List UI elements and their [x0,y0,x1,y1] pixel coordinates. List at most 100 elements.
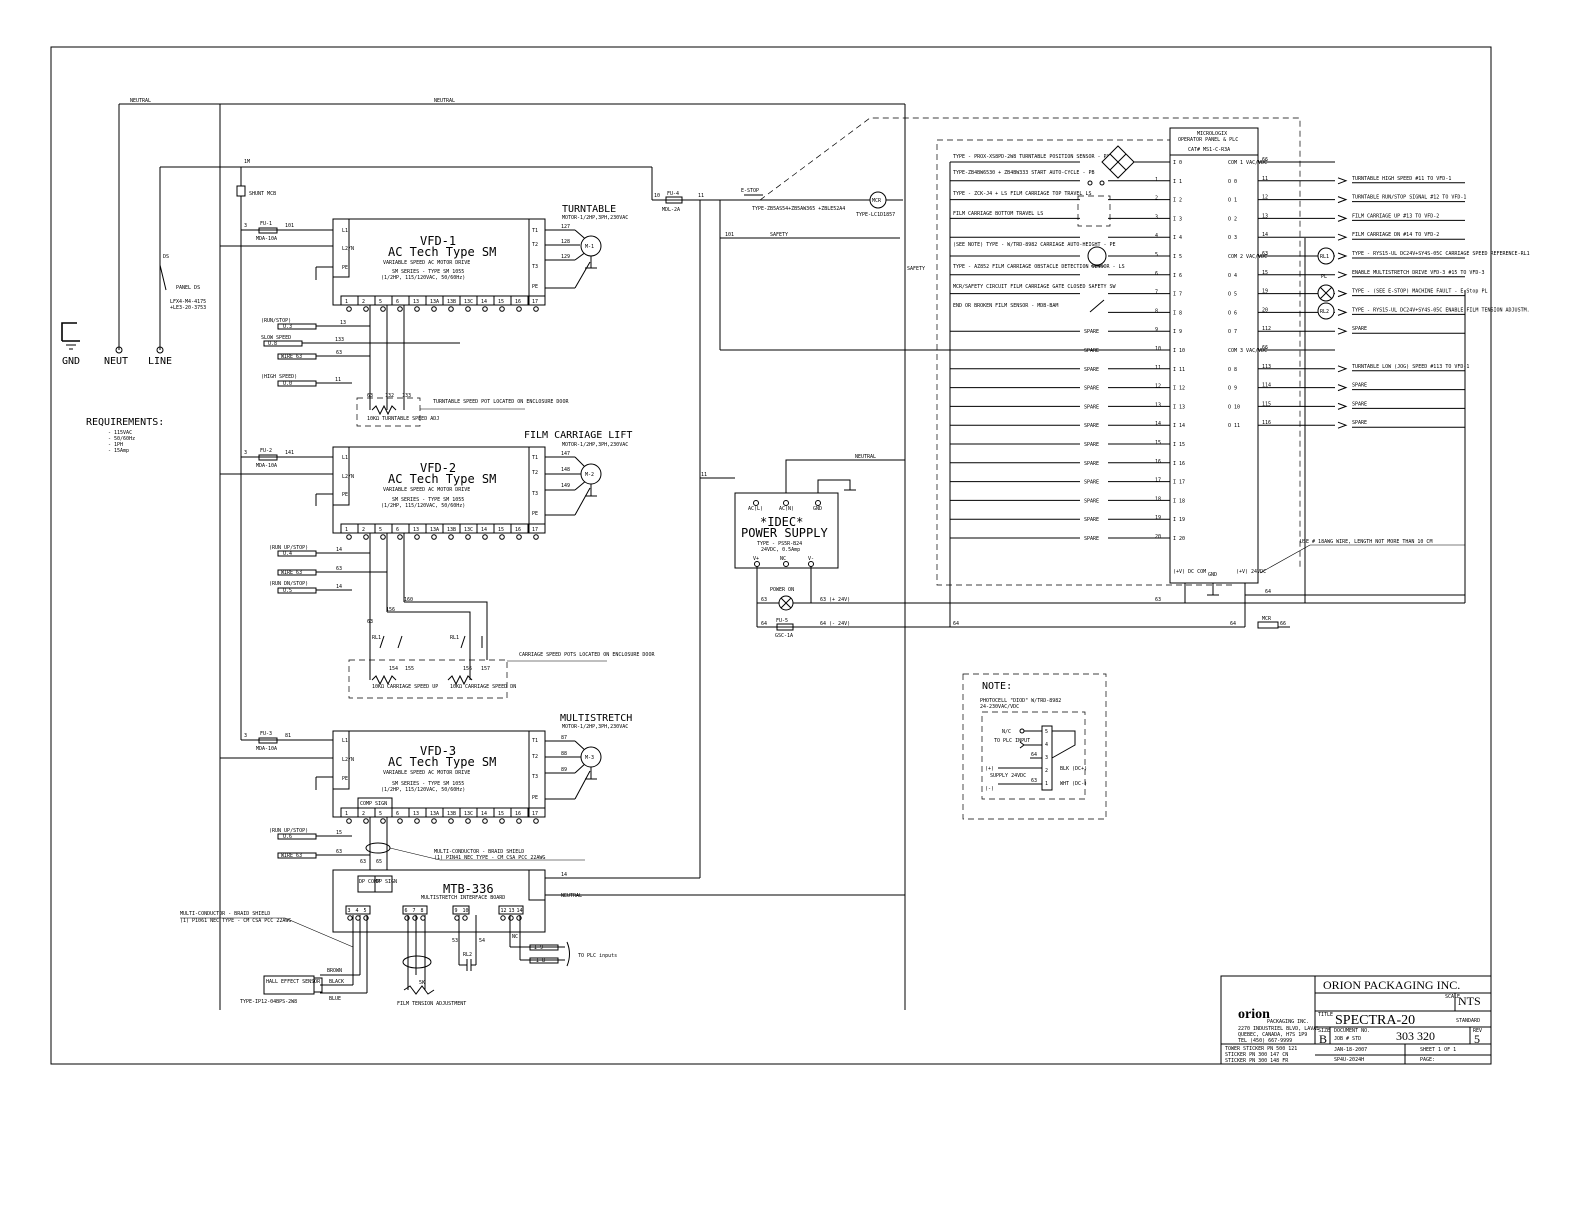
ps-input: GND [813,506,822,512]
input-label: L2/N [342,246,354,252]
wire-label: 3 [244,223,247,229]
size-label: SIZE [1318,1028,1330,1034]
plc-input-wire: 13 [1155,402,1161,408]
ctrl-tag: SLOW SPEED [261,335,291,341]
ps-input: AC(L) [748,506,763,512]
sensor-type: TYPE-IP12-04BPS-2W8 [240,999,297,1005]
terminal-label: 13C [464,299,473,305]
note-pin: 4 [1045,742,1048,748]
relay-label: RL1 [372,635,381,641]
wire-label-neutral: NEUTRAL [130,98,151,104]
wire-label: 63 [367,619,373,625]
wire-label: 148 [561,467,570,473]
terminal-label: 13A [430,299,439,305]
vfd-name: VFD-3 [420,744,456,758]
plc-bottom-label: (+V) 24VDC [1236,569,1266,575]
vfd-rating: (1/2HP, 115/120VAC, 50/60Hz) [381,275,465,281]
orion-logo: orion [1238,1007,1270,1022]
note-label: (+) [985,766,994,772]
vfd-type: AC Tech Type SM [388,245,496,259]
wire-label: 129 [561,254,570,260]
plc-output-wire: 19 [1262,289,1268,295]
fuse-label: FU-3 [260,731,272,737]
plc-bottom-label: GND [1208,572,1217,578]
plc-input-addr: I 19 [1173,517,1185,523]
terminal-screw [448,306,454,312]
terminal-label: 13 [413,299,419,305]
safety-label: SAFETY [770,232,788,238]
ctrl-tag: (RUN UP/STOP) [269,545,308,551]
terminal-label: 17 [532,527,538,533]
plc-output-addr: O 5 [1228,292,1237,298]
output-label: PE [532,795,538,801]
terminal-screw [533,534,539,540]
terminal-screw [431,818,437,824]
plc-input-addr: I 5 [1173,254,1182,260]
spare-label: SPARE [1084,480,1099,486]
device-label: TYPE - PROX-XS8PD-2W8 TURNTABLE POSITION… [953,154,1113,160]
rev-label: REV [1473,1028,1482,1034]
terminal-label: 14 [481,811,487,817]
input-label: PE [342,265,348,271]
terminal-screw [380,818,386,824]
vfd2-box [332,446,546,534]
fuse-label: FU-5 [776,618,788,624]
plc-output-label: TYPE - (SEE E-STOP) MACHINE FAULT - E-St… [1352,289,1487,295]
note-pin: 5 [1045,729,1048,735]
plc-input-addr: I 3 [1173,216,1182,222]
terminal-screw [347,915,353,921]
shunt-breaker [236,185,246,197]
revision: 5 [1474,1032,1480,1046]
drawing-border [50,46,1492,1065]
terminal-label: 1 [345,299,348,305]
mtb-terminal-label: 9 [455,908,458,914]
requirements-title: REQUIREMENTS: [86,417,164,428]
device-label: MCR/SAFETY CIRCUIT FILM CARRIAGE GATE CL… [953,284,1117,290]
vfd-desc: VARIABLE SPEED AC MOTOR DRIVE [383,260,470,266]
plc-section: MICROLOGIX OPERATOR PANEL & PLC CAT# MS1… [936,127,1530,629]
device-label: FILM CARRIAGE BOTTOM TRAVEL LS [953,211,1043,217]
fuse-type: MDL-2A [662,207,680,213]
plc-output-wire: 12 [1262,195,1268,201]
mtb-desc: MULTISTRETCH INTERFACE BOARD [421,895,505,901]
line-terminal [156,346,164,354]
pot-label: 10KΩ CARRIAGE SPEED DN [450,684,516,690]
terminal-label: 17 [532,299,538,305]
wire-label: 133 [402,393,411,399]
cable-note: (1) P1061 NEC TYPE - CM CSA PCC 22AWG [180,918,291,924]
plc-input-addr: I 11 [1173,367,1185,373]
device-label: END OR BROKEN FILM SENSOR - MDB-BAM [953,303,1058,309]
wire-label: 89 [561,767,567,773]
plc-input-wire: 15 [1155,440,1161,446]
note-label: TO PLC INPUT [994,738,1030,744]
neut-terminal [115,346,123,354]
plc-input-wire: 10 [1155,346,1161,352]
wire-color: WHT (DC-) [1060,781,1087,787]
terminal-screw [508,915,514,921]
terminal-label: 5 [379,299,382,305]
fuse-label: FU-2 [260,448,272,454]
cable-note: MULTI-CONDUCTOR - BRAID SHIELD [434,849,524,855]
ctrl-ref: O.4 [283,551,292,557]
plc-output-wire: 11 [1262,176,1268,182]
spare-label: SPARE [1084,329,1099,335]
document-number: 303 320 [1396,1029,1435,1043]
wire-label-neutral: NEUTRAL [434,98,455,104]
address-line: QUEBEC, CANADA, H7S 1P9 [1238,1032,1307,1038]
broken-film-switch [1089,299,1105,313]
vfd2-section: FILM CARRIAGE LIFT MOTOR-1/2HP,3PH,230VA… [220,430,655,699]
mcr-coil [869,191,887,209]
output-label: T2 [532,242,538,248]
output-label: T3 [532,491,538,497]
plc-input-addr: I 4 [1173,235,1182,241]
plc-output-wire: 116 [1262,420,1271,426]
terminal-label: 17 [532,811,538,817]
terminal-screw [516,306,522,312]
terminal-screw [465,534,471,540]
wire-label: 149 [561,483,570,489]
potentiometer [447,674,473,686]
relay-label: RL1 [450,635,459,641]
plc-output-label: SPARE [1352,326,1367,332]
